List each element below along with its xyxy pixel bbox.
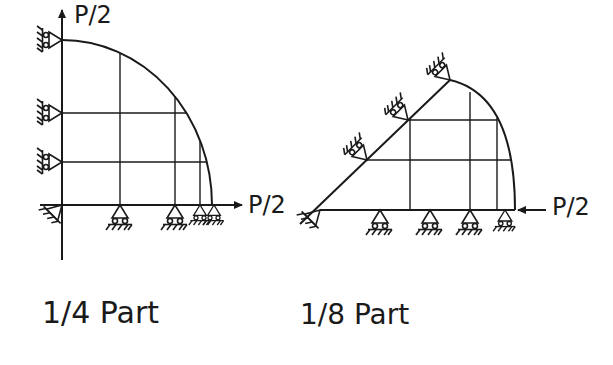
pin-support: [39, 196, 71, 228]
arc-boundary: [450, 80, 515, 210]
inclined-roller-support: [382, 92, 418, 128]
roller-support: [416, 210, 442, 235]
mesh-line: [409, 119, 410, 210]
roller-support: [189, 205, 210, 225]
roller-support: [456, 210, 482, 235]
mesh-line: [62, 112, 186, 113]
roller-support: [493, 210, 515, 231]
mesh-line: [199, 140, 200, 205]
mesh-line: [469, 92, 470, 210]
quarter-model: [40, 10, 242, 260]
mesh-line: [496, 118, 497, 210]
roller-support: [203, 205, 224, 225]
roller-support: [106, 205, 132, 230]
base-load-arrow: [40, 204, 242, 206]
roller-support: [37, 148, 62, 174]
roller-support: [366, 210, 392, 235]
mesh-line: [408, 119, 497, 120]
base-line: [320, 209, 515, 211]
inclined-roller-support: [424, 52, 460, 88]
load-label: P/2: [552, 194, 590, 220]
symmetry-line: [300, 80, 450, 224]
mesh-line: [62, 161, 207, 162]
roller-support: [37, 26, 62, 52]
part-label: 1/4 Part: [42, 296, 159, 329]
axis-load-arrow: [61, 10, 63, 260]
inclined-roller-support: [341, 132, 377, 168]
pin-support: [297, 201, 329, 233]
mesh-line: [174, 96, 175, 205]
roller-support: [161, 205, 187, 230]
mesh-line: [367, 159, 511, 160]
arc-boundary: [62, 40, 212, 205]
roller-support: [37, 99, 62, 125]
load-arrow: [518, 209, 546, 211]
mesh-line: [119, 53, 120, 205]
eighth-model: [300, 80, 546, 224]
part-label: 1/8 Part: [300, 300, 409, 331]
load-label: P/2: [248, 192, 286, 218]
load-label: P/2: [74, 2, 112, 28]
